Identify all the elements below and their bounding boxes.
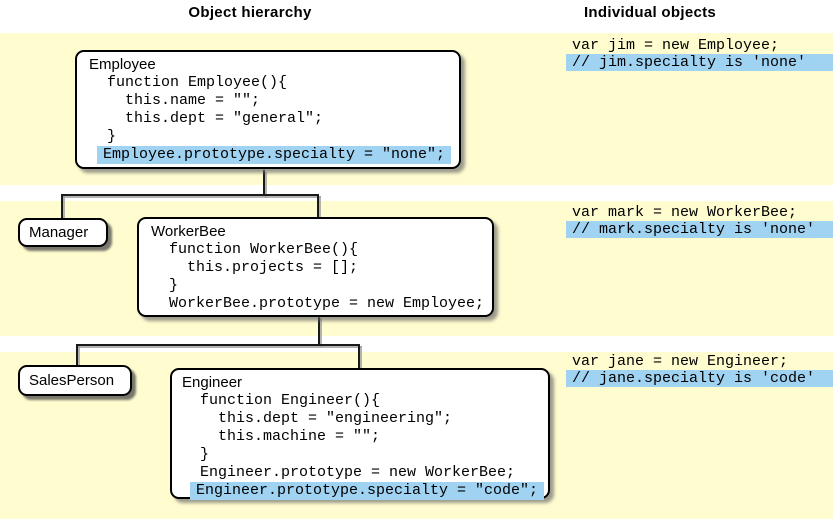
connector-manager-drop: [61, 194, 63, 220]
engineer-code-line: }: [182, 446, 210, 463]
manager-class-box: Manager: [18, 218, 108, 247]
employee-highlighted-line: Employee.prototype.specialty = "none";: [97, 146, 459, 164]
workerbee-code-line: function WorkerBee(){: [151, 241, 359, 258]
connector-workerbee-drop: [317, 194, 319, 219]
workerbee-box-label: WorkerBee: [151, 223, 226, 240]
jim-specialty-comment: // jim.specialty is 'none': [566, 54, 833, 71]
jane-snippet: var jane = new Engineer; // jane.special…: [566, 353, 833, 387]
employee-class-box: Employee function Employee(){ this.name …: [75, 50, 461, 169]
engineer-code-line: function Engineer(){: [182, 392, 381, 409]
workerbee-code-line: this.projects = [];: [151, 259, 359, 276]
connector-row3-horizontal: [76, 344, 360, 346]
jim-declaration: var jim = new Employee;: [572, 37, 780, 54]
workerbee-code-line: }: [151, 277, 179, 294]
salesperson-box-label: SalesPerson: [29, 371, 115, 389]
right-column-title: Individual objects: [583, 4, 717, 21]
jane-specialty-comment: // jane.specialty is 'code': [566, 370, 833, 387]
left-column-title: Object hierarchy: [188, 4, 312, 21]
connector-salesperson-drop: [76, 344, 78, 367]
employee-code-line: this.name = "";: [89, 92, 261, 109]
workerbee-code-line: WorkerBee.prototype = new Employee;: [151, 295, 485, 312]
jane-declaration: var jane = new Engineer;: [572, 353, 789, 370]
engineer-code-line: this.dept = "engineering";: [182, 410, 453, 427]
employee-code-line: }: [89, 128, 117, 145]
engineer-box-label: Engineer: [182, 374, 243, 391]
jim-snippet: var jim = new Employee; // jim.specialty…: [566, 37, 833, 71]
workerbee-class-box: WorkerBee function WorkerBee(){ this.pro…: [137, 217, 494, 317]
employee-code-line: function Employee(){: [89, 74, 288, 91]
engineer-class-box: Engineer function Engineer(){ this.dept …: [170, 368, 550, 500]
engineer-highlighted-line: Engineer.prototype.specialty = "code";: [190, 482, 548, 500]
employee-specialty-highlight: Employee.prototype.specialty = "none";: [97, 146, 452, 164]
mark-snippet: var mark = new WorkerBee; // mark.specia…: [566, 204, 833, 238]
employee-code-line: this.dept = "general";: [89, 110, 324, 127]
connector-row2-horizontal: [61, 194, 319, 196]
engineer-specialty-highlight: Engineer.prototype.specialty = "code";: [190, 482, 545, 500]
salesperson-class-box: SalesPerson: [18, 365, 132, 396]
connector-employee-drop: [263, 170, 265, 196]
engineer-code-line: Engineer.prototype = new WorkerBee;: [182, 464, 516, 481]
employee-box-label: Employee: [89, 56, 156, 73]
manager-box-label: Manager: [29, 223, 89, 241]
mark-specialty-comment: // mark.specialty is 'none': [566, 221, 833, 238]
connector-engineer-drop: [358, 344, 360, 370]
mark-declaration: var mark = new WorkerBee;: [572, 204, 798, 221]
connector-workerbee-bottom-drop: [318, 316, 320, 345]
engineer-code-line: this.machine = "";: [182, 428, 381, 445]
